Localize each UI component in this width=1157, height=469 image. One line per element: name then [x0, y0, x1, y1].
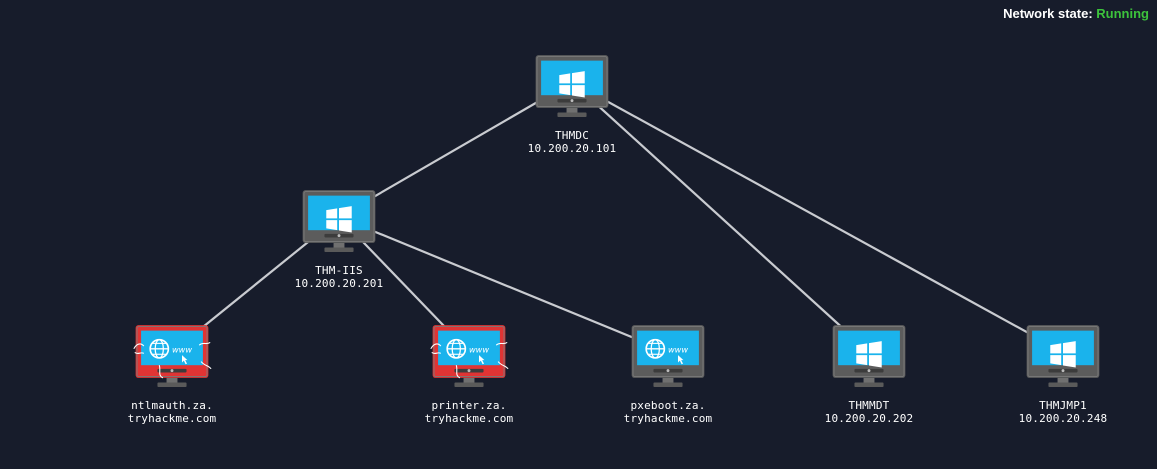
node-name: THMDC: [554, 129, 590, 142]
svg-text:www: www: [668, 344, 688, 354]
crack-overlay: [133, 341, 212, 379]
link-thm-iis-pxeboot: [338, 215, 669, 354]
windows-monitor-icon: [535, 55, 609, 117]
node-name: pxeboot.za.: [630, 399, 706, 412]
node-detail: tryhackme.com: [623, 412, 713, 425]
node-name: THMMDT: [848, 399, 890, 412]
windows-logo-icon: [559, 71, 585, 98]
network-state: Network state: Running: [1003, 6, 1149, 21]
windows-logo-icon: [1050, 341, 1076, 368]
node-detail: 10.200.20.101: [527, 142, 617, 155]
web-globe-icon: www: [149, 338, 192, 365]
crack-overlay: [430, 341, 509, 379]
node-label: printer.za. tryhackme.com: [379, 399, 559, 425]
svg-text:www: www: [469, 344, 489, 354]
node-detail: 10.200.20.202: [824, 412, 914, 425]
node-label: THMMDT 10.200.20.202: [779, 399, 959, 425]
network-state-value: Running: [1096, 6, 1149, 21]
link-thmdc-thmjmp1: [571, 81, 1064, 353]
node-label: pxeboot.za. tryhackme.com: [578, 399, 758, 425]
windows-monitor-icon: [302, 190, 376, 252]
node-name: ntlmauth.za.: [131, 399, 213, 412]
node-label: THM-IIS 10.200.20.201: [249, 264, 429, 290]
windows-monitor-icon: [832, 325, 906, 387]
node-thm-iis[interactable]: THM-IIS 10.200.20.201: [249, 187, 429, 290]
windows-logo-icon: [856, 341, 882, 368]
web-globe-icon: www: [645, 338, 688, 365]
node-pxeboot[interactable]: www pxeboot.za. tryhackme.com: [578, 322, 758, 425]
link-thmdc-thmmdt: [571, 81, 870, 353]
node-name: THMJMP1: [1039, 399, 1087, 412]
node-detail: tryhackme.com: [127, 412, 217, 425]
node-label: ntlmauth.za. tryhackme.com: [82, 399, 262, 425]
node-name: THM-IIS: [315, 264, 363, 277]
node-thmjmp1[interactable]: THMJMP1 10.200.20.248: [973, 322, 1153, 425]
node-detail: 10.200.20.248: [1018, 412, 1108, 425]
node-label: THMJMP1 10.200.20.248: [973, 399, 1153, 425]
web-globe-icon: www: [446, 338, 489, 365]
node-name: printer.za.: [431, 399, 507, 412]
node-label: THMDC 10.200.20.101: [482, 129, 662, 155]
node-printer[interactable]: www printer.za. tryhackme.com: [379, 322, 559, 425]
node-thmdc[interactable]: THMDC 10.200.20.101: [482, 52, 662, 155]
node-thmmdt[interactable]: THMMDT 10.200.20.202: [779, 322, 959, 425]
web-server-monitor-icon: www: [133, 325, 212, 387]
web-server-monitor-icon: www: [430, 325, 509, 387]
node-detail: tryhackme.com: [424, 412, 514, 425]
link-thmdc-thm-iis: [338, 81, 573, 218]
windows-logo-icon: [326, 206, 352, 233]
web-server-monitor-icon: www: [631, 325, 705, 387]
node-detail: 10.200.20.201: [294, 277, 384, 290]
node-ntlmauth[interactable]: www ntlmauth.za. tryhackme.com: [82, 322, 262, 425]
windows-monitor-icon: [1026, 325, 1100, 387]
network-state-label: Network state:: [1003, 6, 1093, 21]
svg-text:www: www: [172, 344, 192, 354]
